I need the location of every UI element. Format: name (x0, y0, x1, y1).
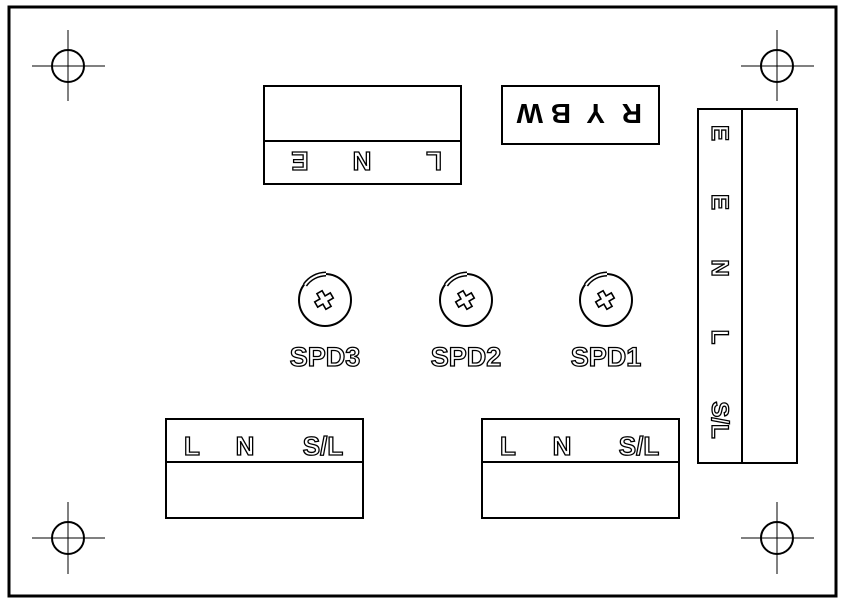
mounting-hole-top-right-icon (741, 30, 814, 101)
mounting-hole-bottom-right-icon (741, 502, 814, 574)
trim-screw-icon (439, 271, 493, 327)
spd1-label: SPD1 (571, 342, 642, 372)
bl-terminal-label-sl: S/L (303, 431, 344, 461)
mounting-hole-top-left-icon (32, 30, 105, 101)
right-terminal-label-e2: E (706, 194, 733, 210)
bottom-left-terminal-block: L N S/L (165, 418, 364, 519)
color-code-label: R Y B W (501, 85, 660, 145)
br-terminal-label-l: L (500, 431, 516, 461)
trim-screw-icon (579, 271, 633, 327)
right-terminal-label-sl: S/L (706, 401, 733, 438)
spd3-label: SPD3 (290, 342, 361, 372)
br-terminal-label-sl: S/L (619, 431, 660, 461)
color-letter-b: B (551, 98, 571, 129)
potentiometer-spd1[interactable]: SPD1 (570, 271, 642, 373)
color-letter-y: Y (586, 98, 605, 129)
top-terminal-label-l: L (426, 146, 442, 176)
bottom-right-terminal-block: L N S/L (481, 418, 680, 519)
right-terminal-label-l: L (706, 330, 733, 345)
top-terminal-label-e: E (291, 146, 308, 176)
color-letter-r: R (622, 98, 642, 129)
mounting-hole-bottom-left-icon (32, 502, 105, 574)
trim-screw-icon (298, 271, 352, 327)
bl-terminal-label-n: N (236, 431, 255, 461)
top-terminal-label-n: N (353, 146, 372, 176)
potentiometer-spd3[interactable]: SPD3 (289, 271, 361, 373)
br-terminal-label-n: N (553, 431, 572, 461)
right-terminal-block: E E N L S/L (697, 108, 798, 464)
potentiometer-spd2[interactable]: SPD2 (430, 271, 502, 373)
spd2-label: SPD2 (431, 342, 502, 372)
right-terminal-label-n: N (706, 259, 733, 276)
bl-terminal-label-l: L (184, 431, 200, 461)
right-terminal-label-e1: E (706, 125, 733, 141)
color-letter-w: W (516, 98, 543, 129)
top-terminal-block: L N E (263, 85, 462, 185)
